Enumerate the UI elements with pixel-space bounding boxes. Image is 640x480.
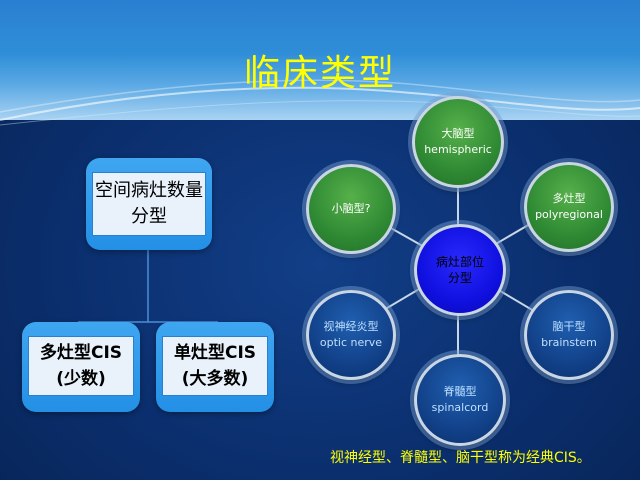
tree-root-line1: 空间病灶数量	[95, 180, 203, 201]
node-cerebellar: 小脑型?	[306, 164, 396, 254]
node-cerebellar-zh: 小脑型?	[331, 202, 371, 215]
tree-right-label: 单灶型CIS (大多数)	[162, 336, 268, 396]
tree-right-line1: 单灶型CIS	[173, 343, 257, 363]
node-center: 病灶部位 分型	[414, 224, 506, 316]
tree-connectors	[77, 250, 219, 330]
tree-left-line1: 多灶型CIS	[39, 343, 123, 363]
tree-right-line2: (大多数)	[181, 369, 249, 389]
tree-left-line2: (少数)	[56, 369, 106, 389]
node-multifocal: 多灶型 polyregional	[524, 162, 614, 252]
slide-title: 临床类型	[243, 53, 396, 94]
tree-left-box: 多灶型CIS (少数)	[22, 322, 140, 412]
footer-note: 视神经型、脊髓型、脑干型称为经典CIS。	[330, 450, 591, 466]
node-center-line1: 病灶部位	[435, 255, 484, 269]
tree-root-box: 空间病灶数量 分型	[86, 158, 212, 250]
node-multifocal-zh: 多灶型	[552, 192, 586, 205]
node-spinal: 脊髓型 spinalcord	[414, 354, 506, 446]
node-spinal-zh: 脊髓型	[443, 385, 477, 398]
node-cerebral-en: hemispheric	[424, 143, 492, 156]
node-brainstem-zh: 脑干型	[552, 320, 586, 333]
node-multifocal-en: polyregional	[535, 208, 603, 221]
node-optic: 视神经炎型 optic nerve	[306, 290, 396, 380]
tree-right-box: 单灶型CIS (大多数)	[156, 322, 274, 412]
node-cerebral: 大脑型 hemispheric	[412, 96, 504, 188]
tree-left-label: 多灶型CIS (少数)	[28, 336, 134, 396]
node-center-line2: 分型	[447, 271, 472, 285]
node-brainstem: 脑干型 brainstem	[524, 290, 614, 380]
node-spinal-en: spinalcord	[431, 401, 489, 414]
tree-root-label: 空间病灶数量 分型	[92, 172, 206, 236]
node-optic-zh: 视神经炎型	[323, 320, 379, 333]
node-brainstem-en: brainstem	[541, 336, 597, 349]
node-optic-en: optic nerve	[319, 336, 383, 349]
tree-root-line2: 分型	[131, 206, 167, 227]
node-cerebral-zh: 大脑型	[441, 127, 475, 140]
header-band	[0, 0, 640, 120]
